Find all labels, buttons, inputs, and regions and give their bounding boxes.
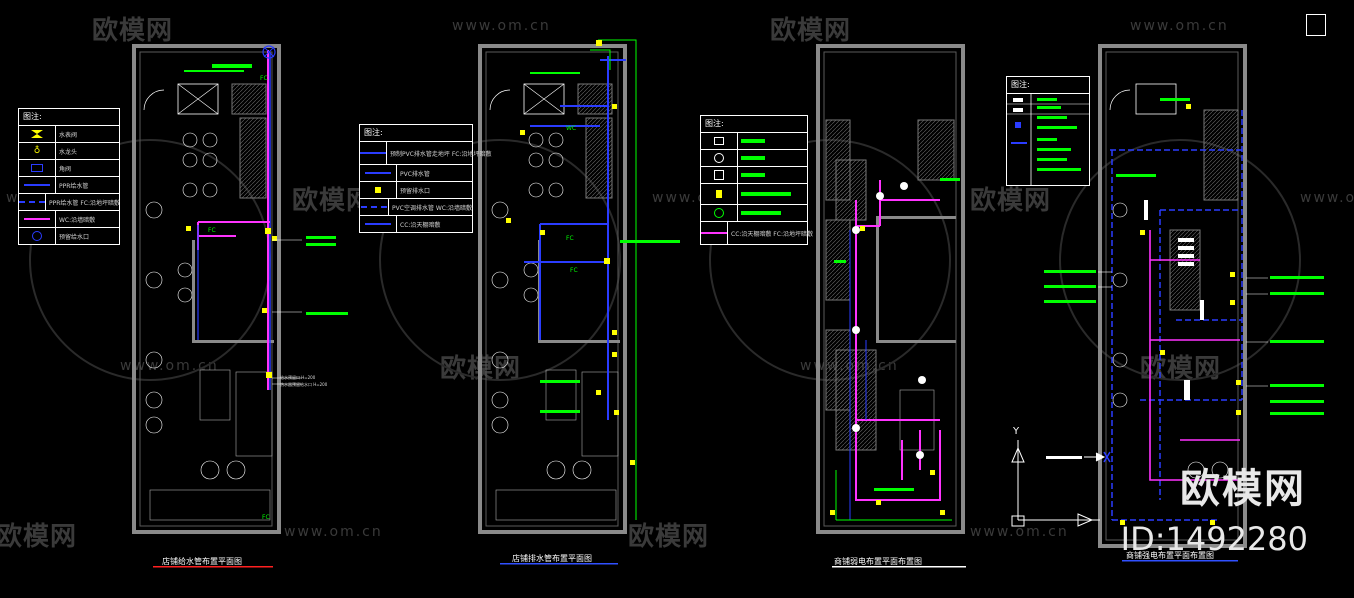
hot-pipe-line-icon — [24, 218, 50, 220]
watermark-url: www.om.cn — [1300, 190, 1354, 206]
legend-header: 图注: — [1007, 77, 1089, 94]
legend-label: CC:沿天棚暗敷 — [400, 221, 441, 229]
legend-label: WC:沿墙暗敷 — [59, 216, 96, 224]
legend-row: WC:沿墙暗敷 — [19, 211, 119, 228]
pvc-pipe-icon — [365, 172, 391, 174]
water-outlet-icon — [32, 231, 42, 241]
plan-title: 店铺给水管布置平面图 — [162, 557, 242, 566]
legend-row: PVC排水管 — [360, 165, 472, 182]
svg-text:Y: Y — [1012, 426, 1020, 437]
valve-icon — [31, 130, 43, 138]
svg-text:FC: FC — [570, 267, 578, 274]
drain-outlet-icon — [375, 187, 381, 193]
plan-title: 商铺弱电布置平面布置图 — [834, 557, 922, 566]
legend-row: PPR给水管 — [19, 177, 119, 194]
legend-row: CC:沿天棚暗敷 FC:沿地坪暗敷 — [701, 222, 813, 244]
plan-title: 商铺强电布置平面布置图 — [1126, 551, 1214, 560]
legend-value-bar — [741, 172, 765, 177]
legend-header: 图注: — [701, 116, 807, 133]
legend-row — [701, 150, 807, 167]
plan-strong-current — [1044, 44, 1324, 548]
legend-weak-current: 图注: CC:沿天棚暗敷 FC:沿地坪暗敷 — [700, 115, 813, 245]
svg-text:WC: WC — [566, 125, 576, 132]
svg-text:FC: FC — [260, 75, 268, 82]
legend-header: 图注: — [19, 109, 119, 126]
legend-label: CC:沿天棚暗敷 FC:沿地坪暗敷 — [731, 230, 813, 238]
watermark-brand: 欧模网 — [628, 522, 710, 552]
sensor-icon — [716, 190, 722, 198]
watermark-url: www.om.cn — [970, 524, 1069, 540]
legend-label: PPR给水管 — [59, 182, 89, 190]
camera-icon — [714, 208, 724, 218]
legend-row — [701, 205, 807, 222]
weak-cable-icon — [701, 232, 727, 234]
watermark-url: www.om.cn — [1130, 18, 1229, 34]
svg-text:给水预留口 H=200: 给水预留口 H=200 — [280, 374, 316, 380]
legend-value-bar — [741, 191, 791, 196]
ucs-axis-icon: Y — [1011, 426, 1100, 527]
plan-title: 店铺排水管布置平面图 — [512, 554, 592, 563]
maximize-button[interactable] — [1306, 14, 1326, 36]
watermark-url: www.om.cn — [284, 524, 383, 540]
legend-label: 水龙头 — [59, 148, 78, 156]
watermark-brand: 欧模网 — [0, 522, 78, 552]
legend-label: 预留给水口 — [59, 233, 90, 241]
watermark-arcs — [29, 139, 1301, 381]
legend-label: 角阀 — [59, 165, 72, 173]
watermark-brand: 欧模网 — [970, 186, 1052, 216]
angle-valve-icon — [31, 164, 43, 172]
legend-row: 角阀 — [19, 160, 119, 177]
faucet-icon: ♁ — [33, 146, 41, 156]
watermark-brand: 欧模网 — [292, 186, 374, 216]
svg-text:FC: FC — [566, 235, 574, 242]
watermark-url: www.om.cn — [120, 358, 219, 374]
plan-weak-current — [816, 44, 965, 534]
legend-label: PVC空调排水管 WC:沿墙暗敷 — [392, 204, 472, 212]
legend-row — [701, 167, 807, 184]
data-outlet-icon — [714, 153, 724, 163]
legend-row — [701, 133, 807, 150]
drain-pipe-icon — [360, 152, 386, 154]
legend-strong-symbols — [1007, 94, 1089, 186]
legend-header: 图注: — [360, 125, 472, 142]
watermark-brand: 欧模网 — [770, 16, 852, 46]
legend-strong-current: 图注: — [1006, 76, 1090, 186]
legend-label: PPR给水管 FC:沿地坪暗敷 — [49, 199, 120, 207]
legend-value-bar — [741, 138, 765, 143]
plan-drainage: FC FC WC — [478, 39, 680, 534]
legend-row — [701, 184, 807, 205]
svg-text:热水器预留给水口 H=200: 热水器预留给水口 H=200 — [280, 381, 328, 387]
legend-row: 预留给水口 — [19, 228, 119, 244]
watermark-brand: 欧模网 — [92, 16, 174, 46]
supply-pipe-dashed-icon — [19, 201, 45, 203]
overlay-brand: 欧模网 — [1180, 466, 1306, 512]
phone-outlet-icon — [714, 170, 724, 180]
legend-row: PVC空调排水管 WC:沿墙暗敷 — [360, 199, 472, 216]
legend-row: 预制PVC排水管走地坪 FC:沿地坪暗敷 — [360, 142, 491, 165]
svg-text:FC: FC — [262, 514, 270, 521]
legend-row: PPR给水管 FC:沿地坪暗敷 — [19, 194, 120, 211]
plan-water-supply: 给水预留口 H=200 热水器预留给水口 H=200 FC FC FC — [132, 44, 348, 534]
ceiling-pipe-icon — [365, 223, 391, 225]
legend-row: CC:沿天棚暗敷 — [360, 216, 472, 232]
legend-label: PVC排水管 — [400, 170, 430, 178]
ac-drain-pipe-icon — [361, 206, 388, 208]
legend-label: 预留排水口 — [400, 187, 431, 195]
legend-value-bar — [741, 210, 781, 215]
legend-row: 预留排水口 — [360, 182, 472, 199]
svg-text:FC: FC — [208, 227, 216, 234]
legend-label: 水表阀 — [59, 131, 78, 139]
legend-value-bar — [741, 155, 765, 160]
legend-row: ♁ 水龙头 — [19, 143, 119, 160]
tv-outlet-icon — [714, 137, 724, 145]
supply-pipe-line-icon — [24, 184, 50, 186]
legend-supply: 图注: 水表阀 ♁ 水龙头 角阀 PPR给水管 PPR给水管 FC:沿地坪暗敷 … — [18, 108, 120, 245]
legend-row: 水表阀 — [19, 126, 119, 143]
overlay-id: ID:1492280 — [1120, 520, 1308, 558]
legend-drain: 图注: 预制PVC排水管走地坪 FC:沿地坪暗敷 PVC排水管 预留排水口 PV… — [359, 124, 491, 233]
legend-label: 预制PVC排水管走地坪 FC:沿地坪暗敷 — [390, 150, 492, 158]
watermark-url: www.om.cn — [452, 18, 551, 34]
